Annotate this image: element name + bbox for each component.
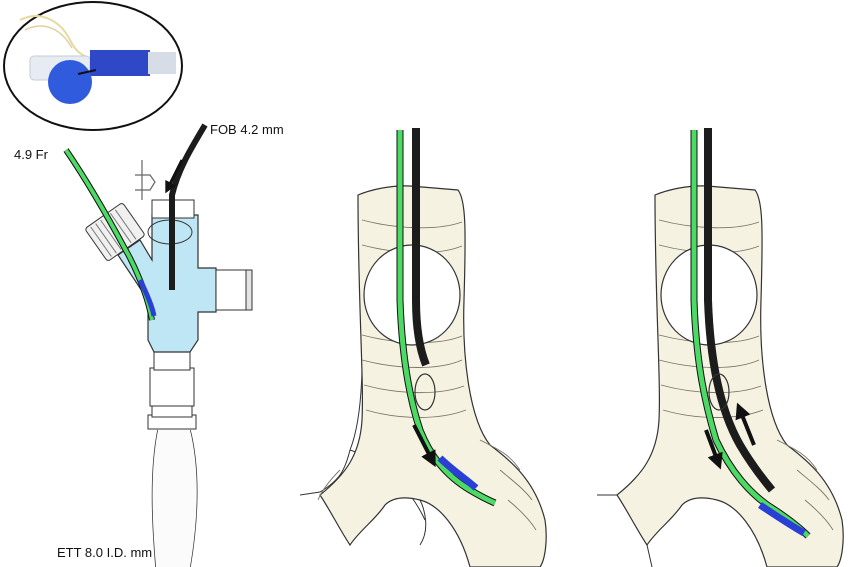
balloon-middle	[437, 455, 479, 491]
arrow-down-icon	[412, 424, 436, 468]
arrow-down-icon	[704, 429, 723, 470]
scope-middle	[412, 128, 430, 367]
ett-tube	[152, 430, 197, 567]
adapter-assembly	[85, 160, 253, 567]
label-catheter: 4.9 Fr	[14, 147, 48, 162]
label-scope: FOB 4.2 mm	[210, 122, 284, 137]
arrow-up-icon	[735, 402, 756, 446]
balloon-left	[137, 278, 157, 317]
stopcock-cap	[48, 60, 92, 104]
label-tube: ETT 8.0 I.D. mm	[57, 545, 153, 560]
balloon-right	[758, 502, 806, 537]
trachea-middle	[299, 185, 547, 567]
scope-line-left	[169, 123, 208, 290]
scope-right	[704, 128, 776, 493]
inset-photo	[3, 1, 183, 131]
arrow-down-icon	[165, 159, 184, 194]
